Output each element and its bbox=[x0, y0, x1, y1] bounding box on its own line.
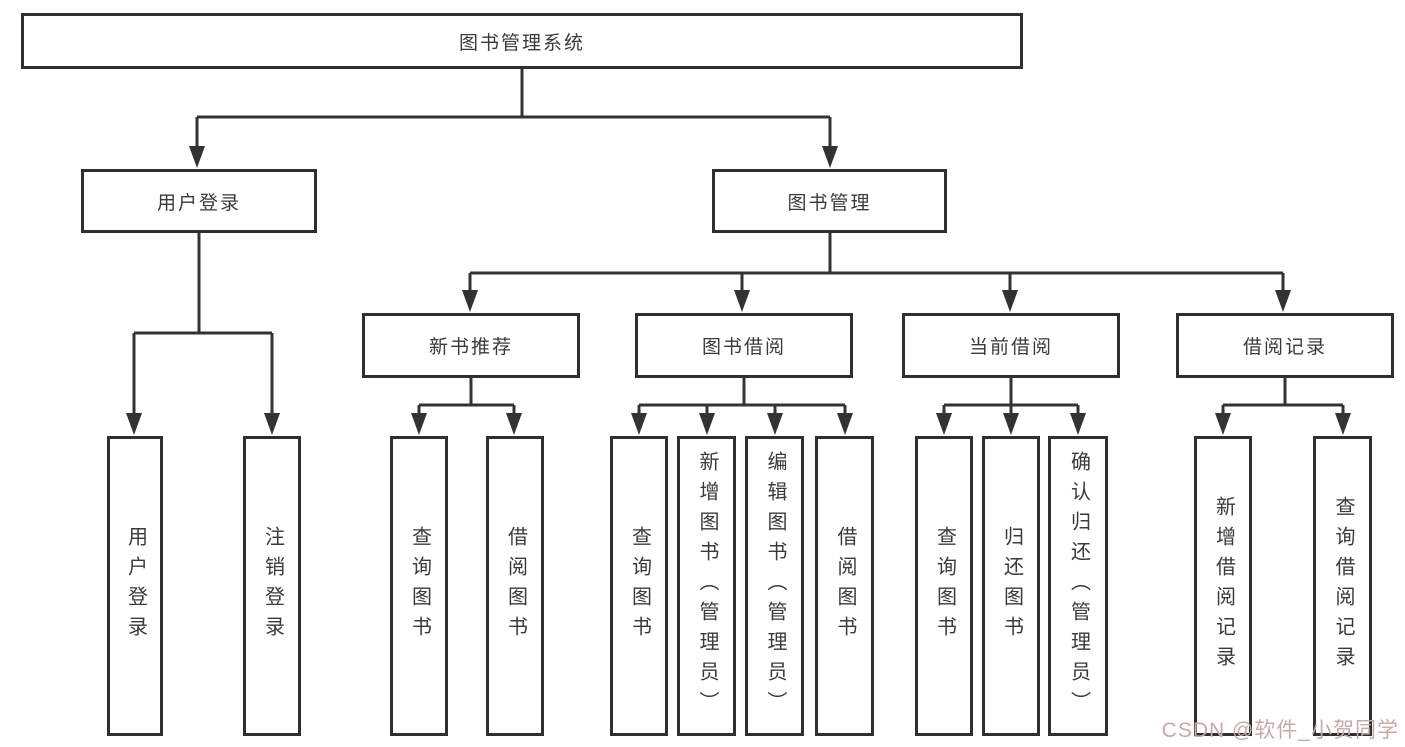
watermark-text: CSDN @软件_小贺同学 bbox=[1161, 719, 1399, 742]
leaf-query-book-current: 查询图书 bbox=[915, 436, 973, 736]
node-root-system: 图书管理系统 bbox=[21, 13, 1023, 69]
leaf-query-borrow-record: 查询借阅记录 bbox=[1313, 436, 1372, 736]
leaf-label: 借阅图书 bbox=[504, 526, 527, 646]
node-user-login: 用户登录 bbox=[81, 169, 317, 233]
leaf-label: 归还图书 bbox=[1000, 526, 1023, 646]
leaf-add-book-admin: 新增图书（管理员） bbox=[677, 436, 736, 736]
leaf-confirm-return-admin: 确认归还（管理员） bbox=[1048, 436, 1108, 736]
leaf-logout-login: 注销登录 bbox=[243, 436, 301, 736]
leaf-query-book-recommend: 查询图书 bbox=[390, 436, 448, 736]
node-new-book-recommend: 新书推荐 bbox=[362, 313, 580, 378]
leaf-label: 新增图书（管理员） bbox=[696, 451, 718, 721]
leaf-return-book: 归还图书 bbox=[982, 436, 1040, 736]
node-book-management: 图书管理 bbox=[712, 169, 947, 233]
leaf-label: 用户登录 bbox=[124, 526, 147, 646]
node-current-borrow: 当前借阅 bbox=[902, 313, 1120, 378]
leaf-label: 查询图书 bbox=[933, 526, 956, 646]
leaf-user-login: 用户登录 bbox=[107, 436, 163, 736]
leaf-borrow-book: 借阅图书 bbox=[815, 436, 874, 736]
leaf-label: 确认归还（管理员） bbox=[1067, 451, 1090, 721]
leaf-query-book-borrow: 查询图书 bbox=[610, 436, 668, 736]
leaf-label: 新增借阅记录 bbox=[1212, 496, 1235, 676]
leaf-label: 查询图书 bbox=[628, 526, 651, 646]
leaf-label: 编辑图书（管理员） bbox=[764, 451, 786, 721]
leaf-borrow-book-recommend: 借阅图书 bbox=[486, 436, 544, 736]
leaf-add-borrow-record: 新增借阅记录 bbox=[1194, 436, 1252, 736]
leaf-label: 查询借阅记录 bbox=[1332, 496, 1354, 676]
node-borrow-records: 借阅记录 bbox=[1176, 313, 1394, 378]
leaf-label: 查询图书 bbox=[408, 526, 431, 646]
leaf-label: 借阅图书 bbox=[834, 526, 856, 646]
leaf-label: 注销登录 bbox=[261, 526, 284, 646]
leaf-edit-book-admin: 编辑图书（管理员） bbox=[745, 436, 804, 736]
node-book-borrow: 图书借阅 bbox=[635, 313, 853, 378]
